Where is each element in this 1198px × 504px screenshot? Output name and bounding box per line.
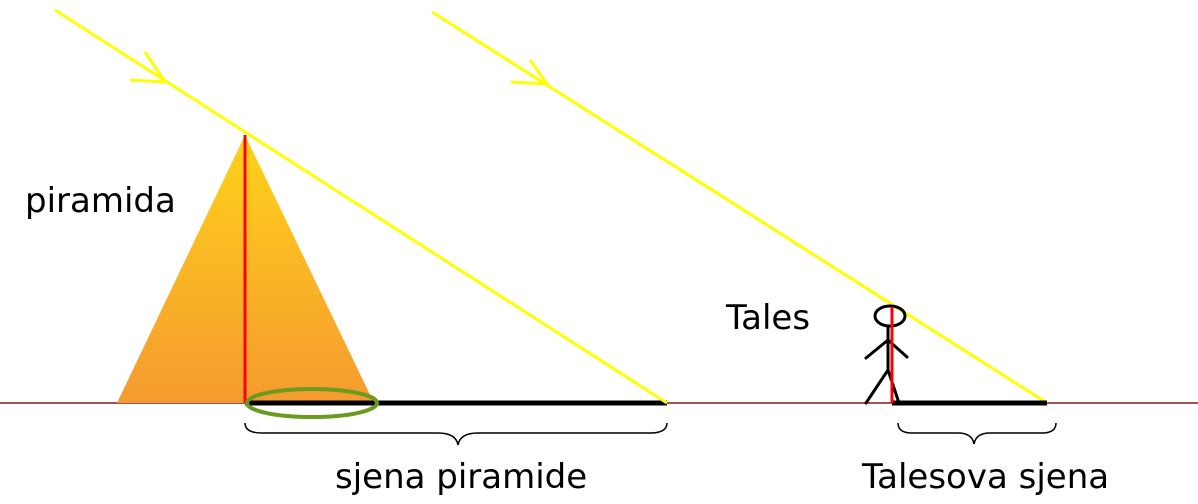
hidden-shadow-ellipse — [245, 387, 379, 419]
pyramid-shadow-brace — [244, 422, 668, 446]
thales-figure — [864, 304, 909, 405]
ray-arrow-icon — [510, 59, 549, 86]
pyramid-label: piramida — [25, 181, 176, 221]
thales-shadow-label: Talesova sjena — [861, 457, 1109, 497]
thales-shadow-brace — [897, 422, 1057, 445]
ray-arrow-icon — [129, 51, 167, 84]
sun-ray-thales — [431, 10, 1048, 405]
thales-label: Tales — [725, 298, 810, 338]
sun-ray-pyramid — [54, 8, 668, 405]
pyramid-shadow-label: sjena piramide — [335, 457, 587, 497]
